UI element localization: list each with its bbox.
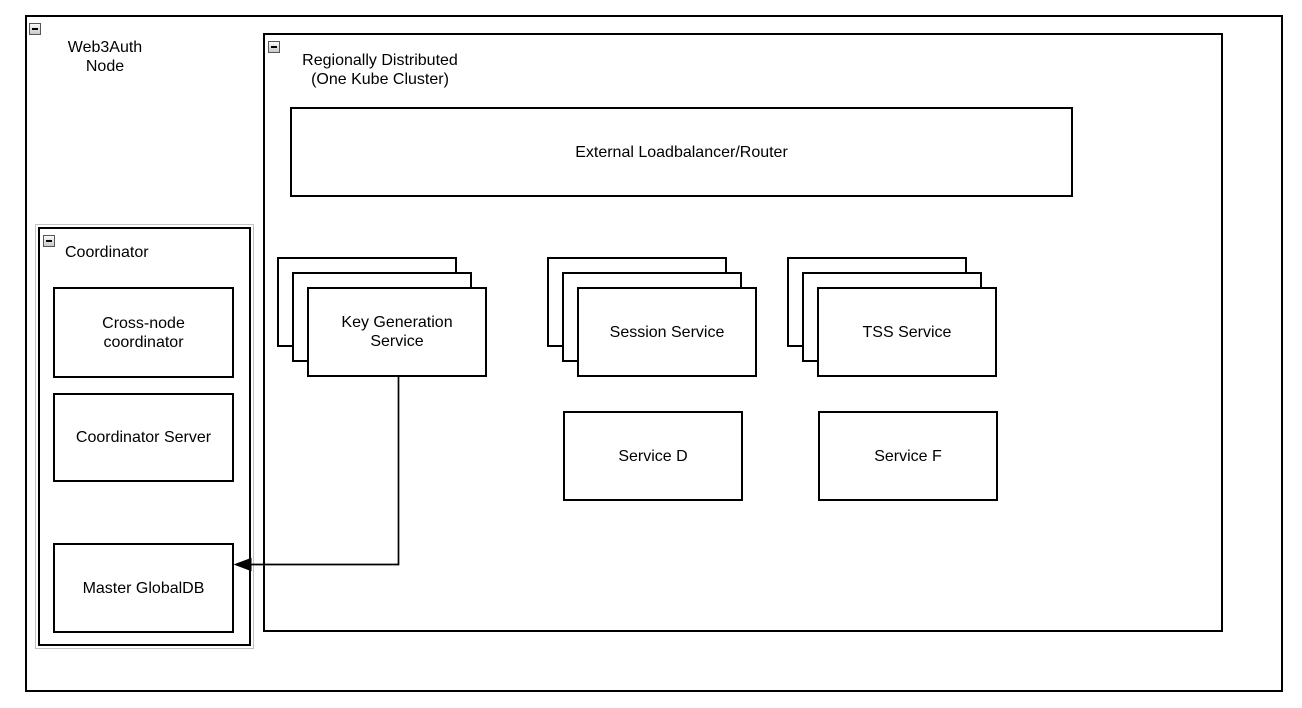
external-loadbalancer-box[interactable]: External Loadbalancer/Router (290, 107, 1073, 197)
tss-service-label: TSS Service (862, 323, 952, 341)
tss-service-box[interactable]: TSS Service (817, 287, 997, 377)
key-generation-service-label: Key Generation Service (341, 314, 453, 350)
web3auth-node-label-line2: Node (85, 58, 125, 75)
coordinator-label: Coordinator (65, 244, 149, 261)
cross-node-coordinator-box[interactable]: Cross-node coordinator (53, 287, 234, 378)
session-service-box[interactable]: Session Service (577, 287, 757, 377)
session-service-label: Session Service (609, 323, 725, 341)
regionally-distributed-group[interactable]: Regionally Distributed (One Kube Cluster)… (263, 33, 1223, 632)
key-generation-service-stack[interactable]: Key Generation Service (277, 257, 488, 378)
cross-node-coordinator-label: Cross-node coordinator (102, 314, 185, 351)
service-f-box[interactable]: Service F (818, 411, 998, 501)
collapse-minus-icon[interactable] (29, 23, 41, 35)
external-loadbalancer-label: External Loadbalancer/Router (575, 143, 788, 161)
service-d-box[interactable]: Service D (563, 411, 743, 501)
collapse-minus-icon[interactable] (268, 41, 280, 53)
collapse-minus-icon[interactable] (43, 235, 55, 247)
master-globaldb-box[interactable]: Master GlobalDB (53, 543, 234, 633)
region-label: Regionally Distributed (One Kube Cluster) (290, 51, 470, 89)
coordinator-server-box[interactable]: Coordinator Server (53, 393, 234, 482)
tss-service-stack[interactable]: TSS Service (787, 257, 998, 378)
region-label-line2: (One Kube Cluster) (311, 71, 449, 88)
region-label-line1: Regionally Distributed (302, 52, 458, 69)
master-globaldb-label: Master GlobalDB (82, 579, 205, 597)
coordinator-group[interactable]: Coordinator Cross-node coordinator Coord… (35, 224, 254, 649)
web3auth-node-label-line1: Web3Auth (67, 39, 143, 56)
service-f-label: Service F (874, 447, 942, 465)
service-d-label: Service D (618, 447, 688, 465)
coordinator-server-label: Coordinator Server (75, 429, 212, 446)
session-service-stack[interactable]: Session Service (547, 257, 758, 378)
key-generation-service-box[interactable]: Key Generation Service (307, 287, 487, 377)
